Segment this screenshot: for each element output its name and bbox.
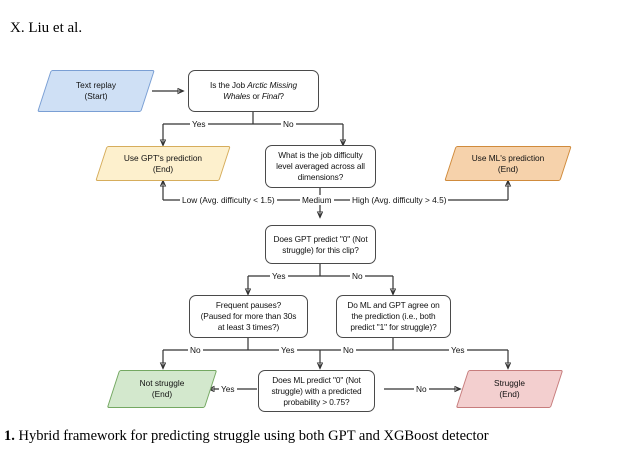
q-agree-line1: Do ML and GPT agree on xyxy=(347,300,440,310)
node-question-job[interactable]: Is the Job Arctic Missing Whales or Fina… xyxy=(188,70,319,112)
q-diff-line1: What is the job difficulty xyxy=(278,150,363,160)
edge-label-mlprob-yes: Yes xyxy=(219,384,237,394)
edge-label-job-no: No xyxy=(281,119,296,129)
edge-label-agree-yes: Yes xyxy=(449,345,467,355)
figure-caption: 1. Hybrid framework for predicting strug… xyxy=(4,428,489,445)
caption-number: 1. xyxy=(4,428,15,444)
edge-label-gpt0-no: No xyxy=(350,271,365,281)
running-head: X. Liu et al. xyxy=(10,20,83,36)
edge-label-pauses-yes: Yes xyxy=(279,345,297,355)
node-question-gpt-predicts-zero[interactable]: Does GPT predict "0" (Not struggle) for … xyxy=(265,225,376,264)
q-job-line2: Whales or Final? xyxy=(223,91,284,101)
node-question-frequent-pauses[interactable]: Frequent pauses? (Paused for more than 3… xyxy=(189,295,308,338)
node-question-difficulty[interactable]: What is the job difficulty level average… xyxy=(265,145,376,188)
node-question-ml-gpt-agree[interactable]: Do ML and GPT agree on the prediction (i… xyxy=(336,295,451,338)
edge-label-job-yes: Yes xyxy=(190,119,208,129)
q-gpt0-line2: struggle) for this clip? xyxy=(282,244,359,255)
q-job-em1: Arctic Missing xyxy=(247,80,297,90)
q-gpt0-line1: Does GPT predict "0" (Not xyxy=(273,233,368,244)
q-job-line1: Is the Job Arctic Missing xyxy=(210,80,297,90)
edge-label-diff-low: Low (Avg. difficulty < 1.5) xyxy=(180,195,277,205)
edge-label-diff-medium: Medium xyxy=(300,195,334,205)
node-question-ml-probability[interactable]: Does ML predict "0" (Not struggle) with … xyxy=(258,370,375,412)
node-use-gpt-prediction-end[interactable]: Use GPT's prediction (End) xyxy=(95,146,231,181)
caption-text: Hybrid framework for predicting struggle… xyxy=(14,428,489,444)
flowchart-canvas: Yes No Low (Avg. difficulty < 1.5) Mediu… xyxy=(0,45,643,420)
start-shape xyxy=(37,70,155,112)
q-mlprob-line3: probability > 0.75? xyxy=(283,396,350,407)
q-pauses-line1: Frequent pauses? xyxy=(215,300,282,310)
node-use-ml-prediction-end[interactable]: Use ML's prediction (End) xyxy=(444,146,572,181)
node-text-replay-start[interactable]: Text replay (Start) xyxy=(37,70,155,112)
q-pauses-line2: (Paused for more than 30s xyxy=(200,311,297,321)
q-diff-line2: level averaged across all xyxy=(276,161,365,171)
ml-end-shape xyxy=(444,146,572,181)
edge-label-gpt0-yes: Yes xyxy=(270,271,288,281)
q-pauses-line3: at least 3 times?) xyxy=(217,322,280,332)
struggle-shape xyxy=(455,370,564,408)
gpt-end-shape xyxy=(95,146,231,181)
q-mlprob-line2: struggle) with a predicted xyxy=(271,385,362,396)
edge-label-mlprob-no: No xyxy=(414,384,429,394)
node-not-struggle-end[interactable]: Not struggle (End) xyxy=(106,370,218,408)
edge-label-agree-no: No xyxy=(341,345,356,355)
q-diff-line3: dimensions? xyxy=(297,172,344,182)
not-struggle-shape xyxy=(106,370,218,408)
edge-label-pauses-no: No xyxy=(188,345,203,355)
node-struggle-end[interactable]: Struggle (End) xyxy=(455,370,564,408)
edge-label-diff-high: High (Avg. difficulty > 4.5) xyxy=(350,195,449,205)
q-mlprob-line1: Does ML predict "0" (Not xyxy=(272,374,361,385)
q-agree-line2: the prediction (i.e., both xyxy=(351,311,436,321)
q-agree-line3: predict "1" for struggle)? xyxy=(350,322,437,332)
